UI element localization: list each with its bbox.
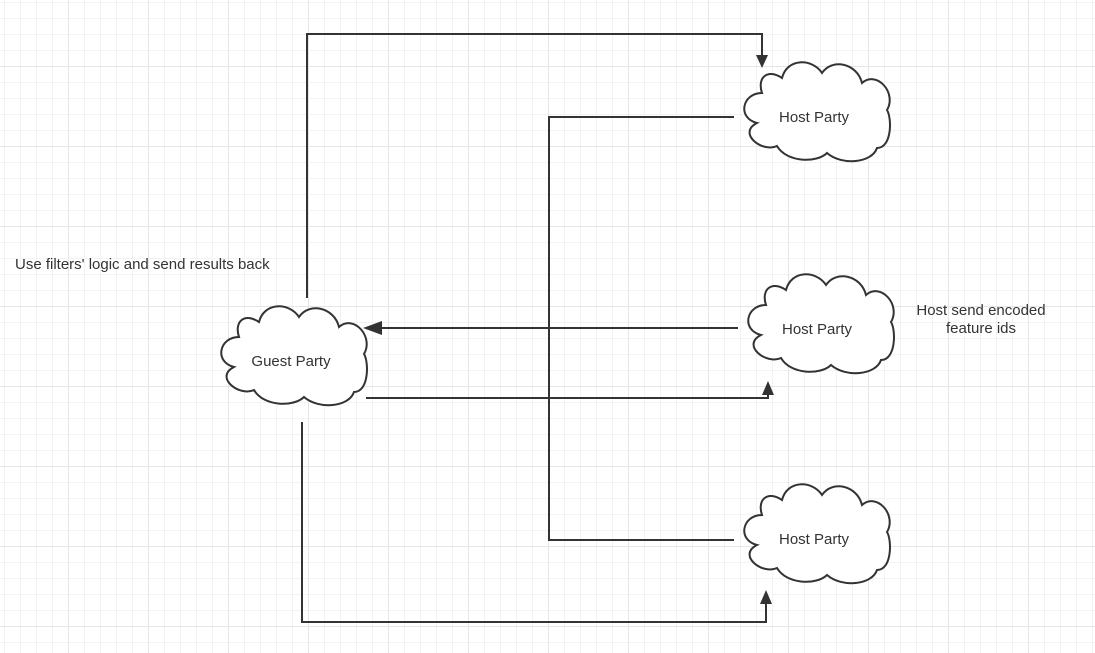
arrowhead-guest bbox=[363, 321, 382, 335]
arrowhead-host-bottom bbox=[760, 590, 772, 604]
annotation-guest-note: Use filters' logic and send results back bbox=[15, 256, 270, 273]
node-label: Host Party bbox=[782, 321, 853, 338]
edge-guest-to-host-bottom bbox=[301, 422, 767, 623]
node-host-top: Host Party bbox=[743, 61, 891, 163]
arrowhead-host-middle bbox=[762, 381, 774, 395]
node-label: Host Party bbox=[779, 109, 850, 126]
node-host-middle: Host Party bbox=[747, 273, 895, 375]
node-guest: Guest Party bbox=[220, 305, 368, 407]
edge-guest-to-host-top bbox=[306, 33, 763, 298]
edge-guest-to-host-middle bbox=[366, 392, 769, 399]
annotation-host-note: Host send encoded feature ids bbox=[916, 302, 1046, 337]
node-label: Host Party bbox=[779, 531, 850, 548]
node-label: Guest Party bbox=[251, 353, 331, 370]
node-host-bottom: Host Party bbox=[743, 483, 891, 585]
arrowhead-host-top bbox=[756, 55, 768, 68]
connectors bbox=[301, 33, 774, 623]
